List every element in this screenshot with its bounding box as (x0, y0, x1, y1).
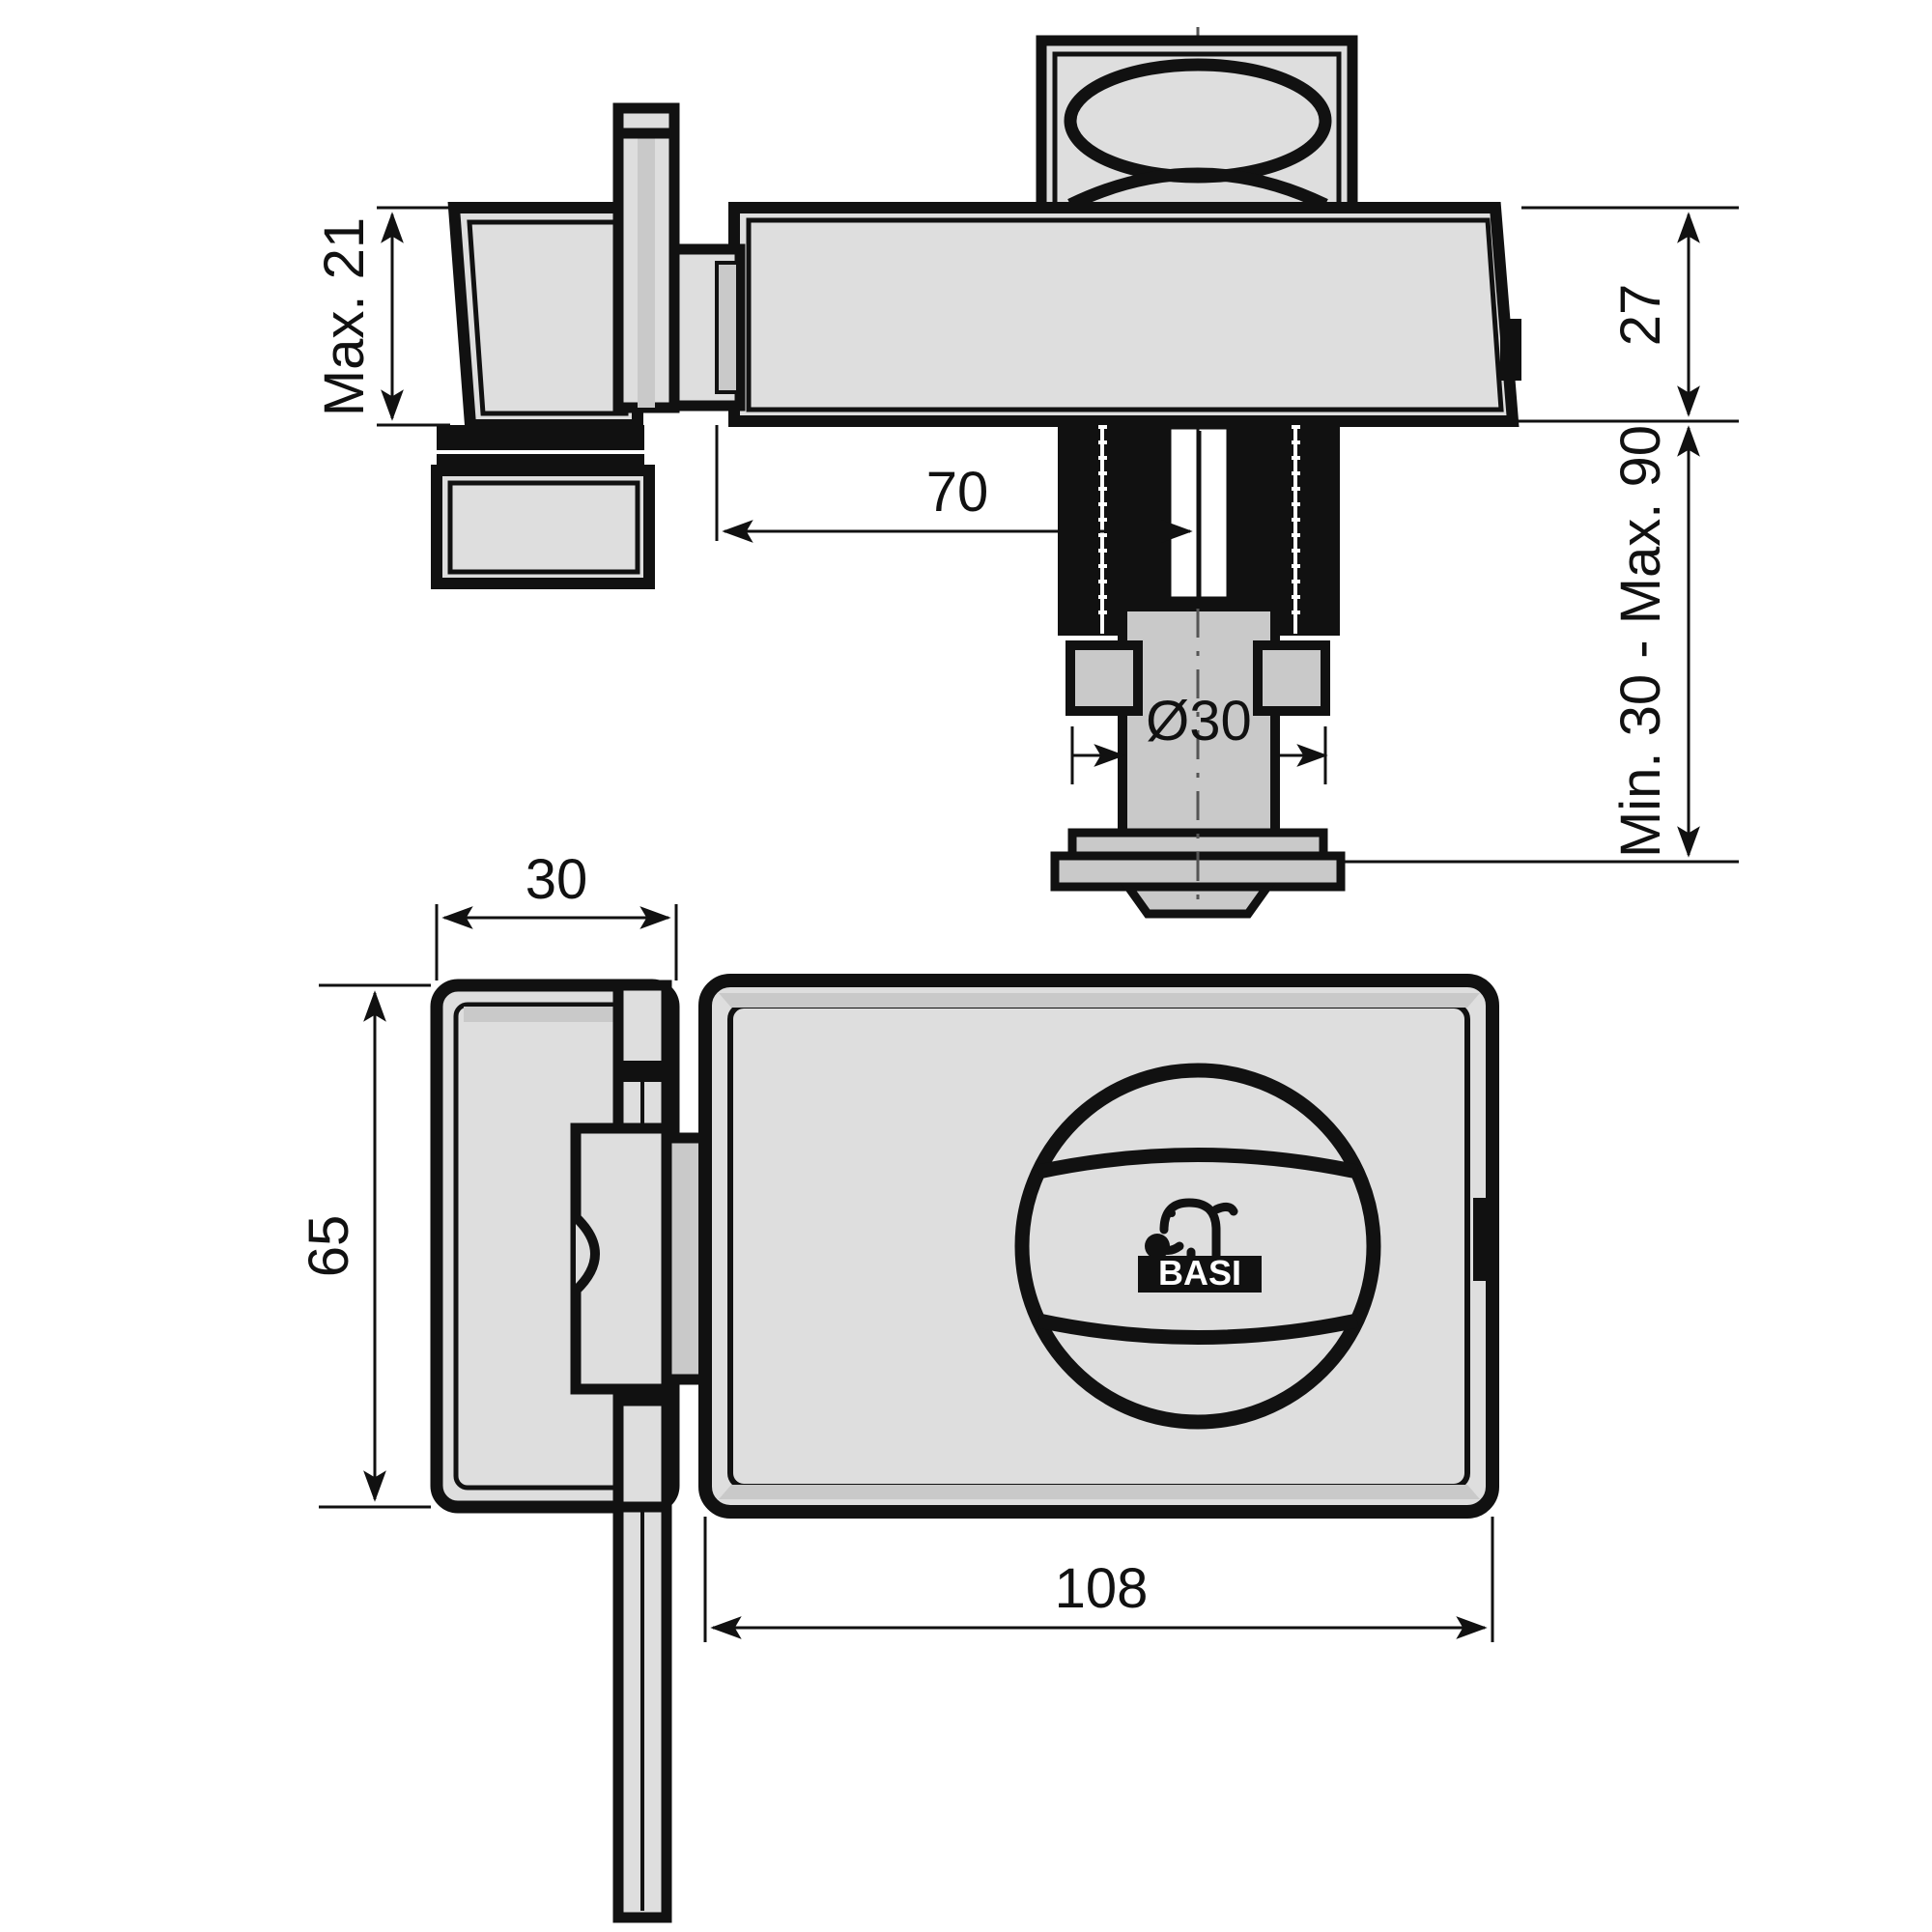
bolt-nose (572, 1213, 600, 1294)
dimension-max21: Max. 21 (313, 206, 450, 427)
cylinder-lug-left (1065, 640, 1143, 716)
dimension-label-70: 70 (926, 461, 989, 524)
front-plan-view: BASI 30 65 108 (298, 848, 1499, 1923)
cylinder-lug-right (1253, 640, 1330, 716)
basi-wordmark-text: BASI (1158, 1253, 1241, 1293)
thumbturn-knob-top (1036, 35, 1358, 215)
dimension-30: 30 (435, 848, 678, 980)
elephant-trunk-ball-icon (1145, 1234, 1170, 1259)
top-section-view: Max. 21 27 Min. 30 - Max. 90 70 (313, 27, 1739, 919)
dimension-label-65: 65 (298, 1215, 360, 1278)
basi-wordmark-box (1138, 1256, 1262, 1293)
dimension-label-dia30: Ø30 (1146, 690, 1252, 753)
dimension-70: 70 (715, 425, 1200, 543)
dimension-108: 108 (703, 1517, 1494, 1642)
body-side-notch-front (1473, 1198, 1494, 1281)
dimension-label-30: 30 (526, 848, 588, 911)
door-leaf-bar-top (612, 102, 680, 413)
body-side-notch (1500, 319, 1521, 381)
dimension-label-27: 27 (1609, 284, 1672, 347)
dimension-min30-max90: Min. 30 - Max. 90 (1343, 419, 1739, 864)
bolt-housing-front (570, 1122, 674, 1395)
basi-logo: BASI (1138, 1198, 1262, 1293)
thumbturn-knob-front: BASI (1014, 1063, 1381, 1430)
dimension-65: 65 (298, 983, 431, 1509)
dimension-label-108: 108 (1055, 1557, 1149, 1620)
dimension-label-min30-max90: Min. 30 - Max. 90 (1609, 425, 1672, 858)
dimension-dia30: Ø30 (1070, 690, 1328, 811)
lock-body-top (728, 202, 1521, 427)
strike-plate-top (431, 202, 655, 589)
dimension-label-max21: Max. 21 (313, 217, 376, 416)
cylinder-housing (1050, 596, 1346, 919)
